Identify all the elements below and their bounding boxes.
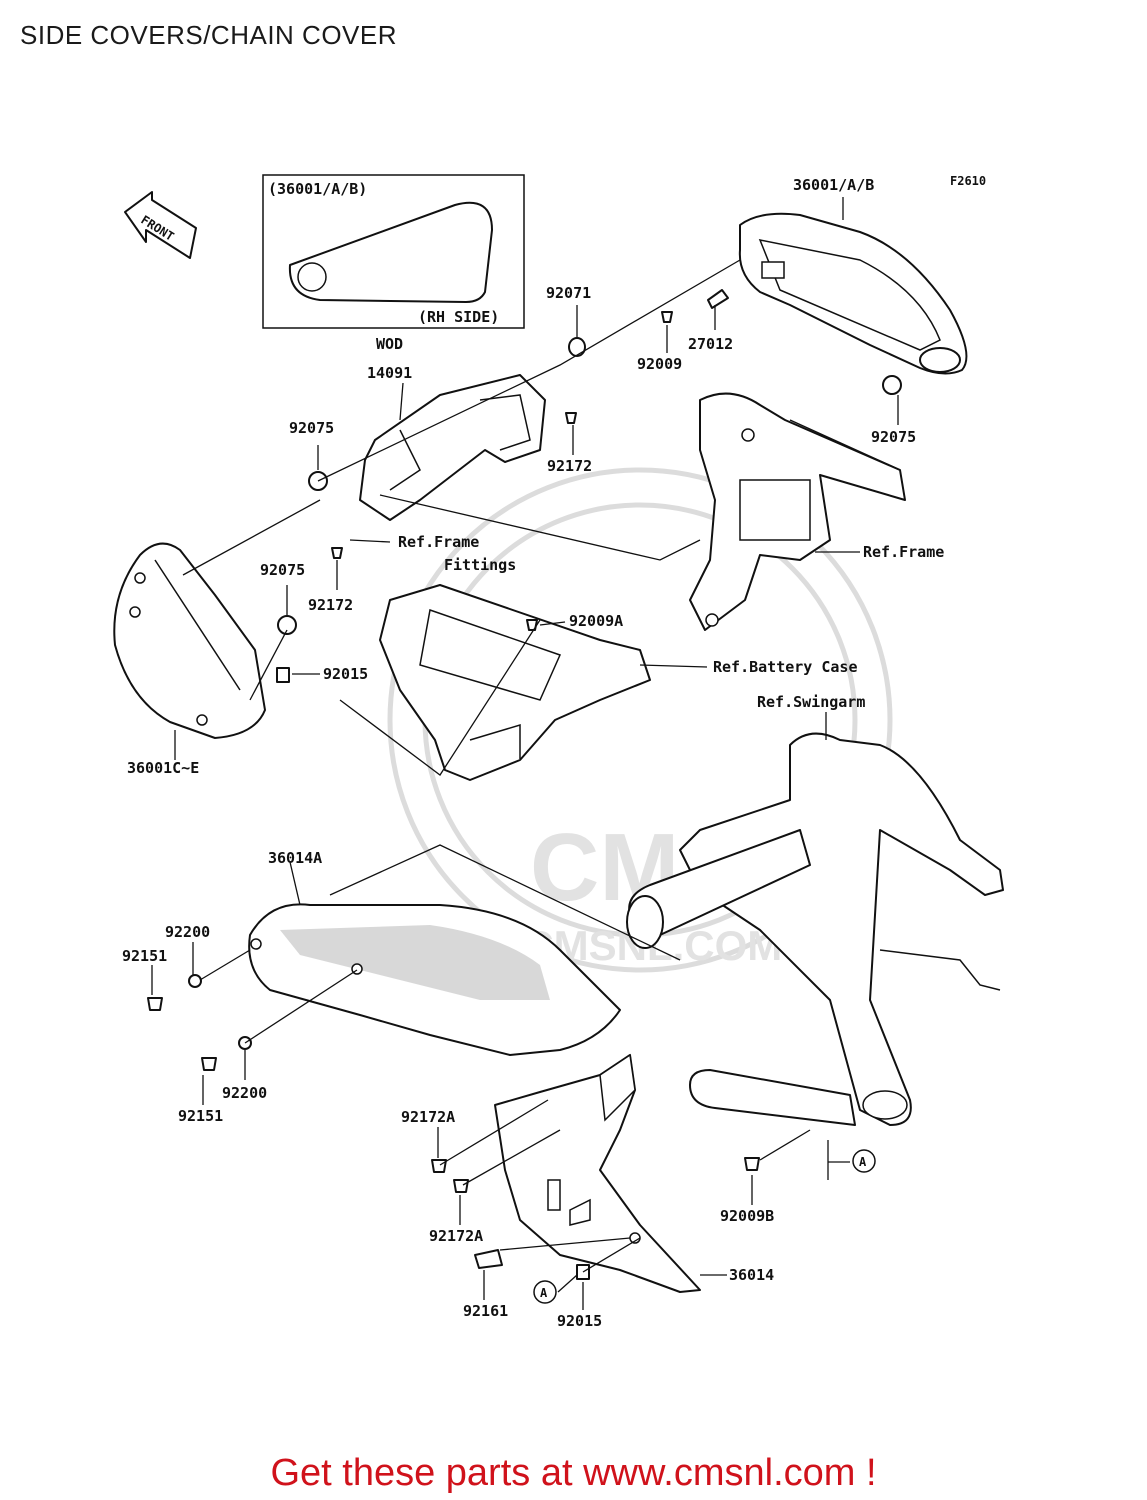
- marker-a-right: A: [852, 1149, 876, 1173]
- bolt-92172-mid: [331, 547, 343, 559]
- callout-92075-lower: 92075: [260, 561, 305, 579]
- marker-a-left: A: [533, 1280, 557, 1304]
- chain-guard-36014: [494, 1053, 701, 1293]
- marker-a-right-label: A: [859, 1155, 867, 1169]
- callout-92075-right: 92075: [871, 428, 916, 446]
- bolt-92151-top: [147, 997, 163, 1011]
- inset-side-note: (RH SIDE): [418, 308, 499, 326]
- chain-cover-36014A: [248, 903, 621, 1056]
- callout-92009B: 92009B: [720, 1207, 774, 1225]
- callout-92161: 92161: [463, 1302, 508, 1320]
- callout-36001CE: 36001C~E: [127, 759, 199, 777]
- bolt-92172A-low: [453, 1179, 469, 1193]
- callout-92075-left: 92075: [289, 419, 334, 437]
- leader-lines: [151, 197, 899, 1310]
- bolt-92172A-top: [431, 1159, 447, 1173]
- bolt-92009B: [744, 1157, 760, 1171]
- callout-92071: 92071: [546, 284, 591, 302]
- callout-ref-frame-fittings-1: Ref.Frame: [398, 533, 479, 551]
- grommet-92075-right: [882, 375, 902, 395]
- callout-92015-top: 92015: [323, 665, 368, 683]
- callout-ref-battery-case: Ref.Battery Case: [713, 658, 858, 676]
- fasteners: [147, 289, 902, 1280]
- callout-ref-frame-fittings-2: Fittings: [444, 556, 516, 574]
- page-title: SIDE COVERS/CHAIN COVER: [20, 20, 398, 50]
- bolt-92151-low: [201, 1057, 217, 1071]
- callout-92009: 92009: [637, 355, 682, 373]
- callout-92200-low: 92200: [222, 1084, 267, 1102]
- callout-36014: 36014: [729, 1266, 774, 1284]
- front-arrow-icon: FRONT: [124, 191, 197, 259]
- callout-92151-low: 92151: [178, 1107, 223, 1125]
- callout-36014A: 36014A: [268, 849, 322, 867]
- callout-92172A-top: 92172A: [401, 1108, 455, 1126]
- callout-ref-swingarm: Ref.Swingarm: [757, 693, 865, 711]
- inset-box: (36001/A/B) (RH SIDE): [262, 174, 525, 329]
- side-cover-lh: [113, 542, 266, 739]
- callout-27012: 27012: [688, 335, 733, 353]
- clip-92161: [474, 1249, 503, 1269]
- callout-92172A-low: 92172A: [429, 1227, 483, 1245]
- callout-labels: 36001/A/B 92071 27012 92009 92075 14091 …: [122, 176, 944, 1330]
- bolt-92009A: [526, 619, 538, 631]
- inset-part-label: (36001/A/B): [268, 180, 367, 198]
- collar-92015: [276, 667, 290, 683]
- callout-92009A: 92009A: [569, 612, 623, 630]
- side-cover-rh: [738, 212, 968, 375]
- bracket-27012: [707, 289, 729, 309]
- swingarm-ref: [626, 732, 1004, 1126]
- promo-link[interactable]: Get these parts at www.cmsnl.com !: [270, 1452, 877, 1494]
- battery-case-ref: [379, 584, 651, 781]
- callout-14091: 14091: [367, 364, 412, 382]
- marker-a-left-label: A: [540, 1286, 548, 1300]
- callout-92172-mid: 92172: [308, 596, 353, 614]
- grommet-92075-lower: [277, 615, 297, 635]
- callout-92151-top: 92151: [122, 947, 167, 965]
- callout-92015-low: 92015: [557, 1312, 602, 1330]
- callout-92172-top: 92172: [547, 457, 592, 475]
- bolt-92009: [661, 311, 673, 323]
- callout-ref-frame: Ref.Frame: [863, 543, 944, 561]
- grommet-92071: [568, 337, 586, 357]
- bolt-92172-top: [565, 412, 577, 424]
- washer-92200-top: [188, 974, 202, 988]
- figure-code: F2610: [950, 174, 986, 188]
- frame-ref: [689, 392, 906, 631]
- callout-36001AB: 36001/A/B: [793, 176, 874, 194]
- bracket-14091: [359, 374, 546, 521]
- callout-92200-top: 92200: [165, 923, 210, 941]
- wod-note: WOD: [376, 335, 403, 353]
